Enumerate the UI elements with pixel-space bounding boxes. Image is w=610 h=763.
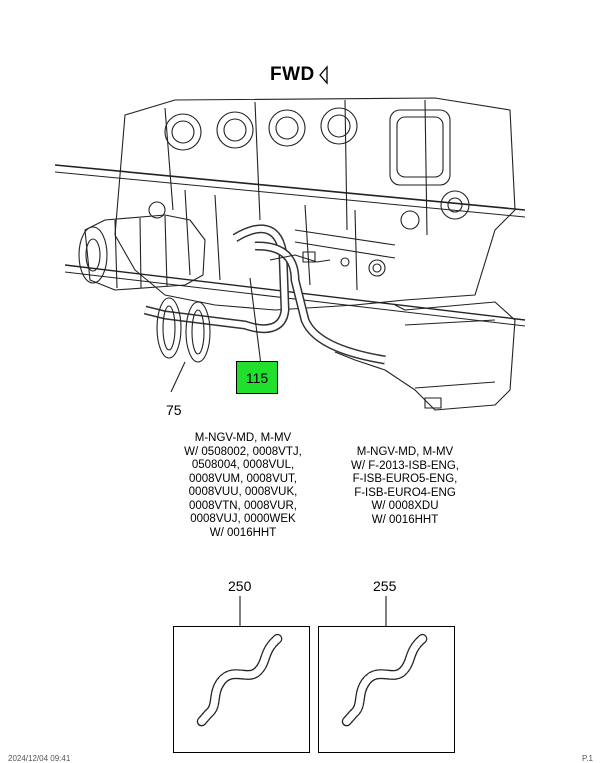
part-number-255[interactable]: 255: [373, 578, 397, 594]
corrugated-hose-icon: [341, 633, 428, 727]
part-detail-box-250[interactable]: [173, 626, 310, 753]
callout-75[interactable]: 75: [166, 402, 182, 418]
note-line: 0008VUU, 0008VUK,: [188, 486, 298, 498]
note-line: F-ISB-EURO5-ENG,: [352, 473, 458, 485]
note-line: W/ 0508002, 0008VTJ,: [184, 445, 302, 458]
note-line: 0008VUJ, 0000WEK: [190, 513, 296, 525]
application-notes-right: M-NGV-MD, M-MV W/ F-2013-ISB-ENG, F-ISB-…: [330, 446, 480, 527]
note-line: F-ISB-EURO4-ENG: [354, 486, 456, 499]
engine-assembly-illustration: [55, 97, 525, 411]
application-notes-left: M-NGV-MD, M-MV W/ 0508002, 0008VTJ, 0508…: [163, 432, 323, 540]
callout-115[interactable]: 115: [236, 361, 278, 394]
fwd-text: FWD: [270, 64, 315, 85]
corrugated-hose-icon: [196, 633, 283, 727]
note-line: W/ 0016HHT: [209, 526, 277, 539]
note-line: 0008VUM, 0008VUT,: [188, 472, 298, 485]
note-line: 0508004, 0008VUL,: [191, 459, 295, 471]
note-line: 0008VTN, 0008VUR,: [188, 499, 298, 512]
footer-timestamp: 2024/12/04 09:41: [8, 754, 71, 763]
fwd-direction-label: FWD: [270, 64, 330, 86]
note-line: M-NGV-MD, M-MV: [356, 446, 454, 458]
note-line: M-NGV-MD, M-MV: [194, 432, 292, 444]
note-line: W/ 0008XDU: [371, 500, 439, 512]
forward-arrow-icon: [318, 65, 328, 85]
part-detail-box-255[interactable]: [318, 626, 455, 753]
footer-page: P.1: [582, 754, 593, 763]
part-number-250[interactable]: 250: [228, 578, 252, 594]
callout-115-label: 115: [245, 369, 269, 386]
note-line: W/ F-2013-ISB-ENG,: [351, 459, 459, 472]
note-line: W/ 0016HHT: [371, 513, 439, 526]
